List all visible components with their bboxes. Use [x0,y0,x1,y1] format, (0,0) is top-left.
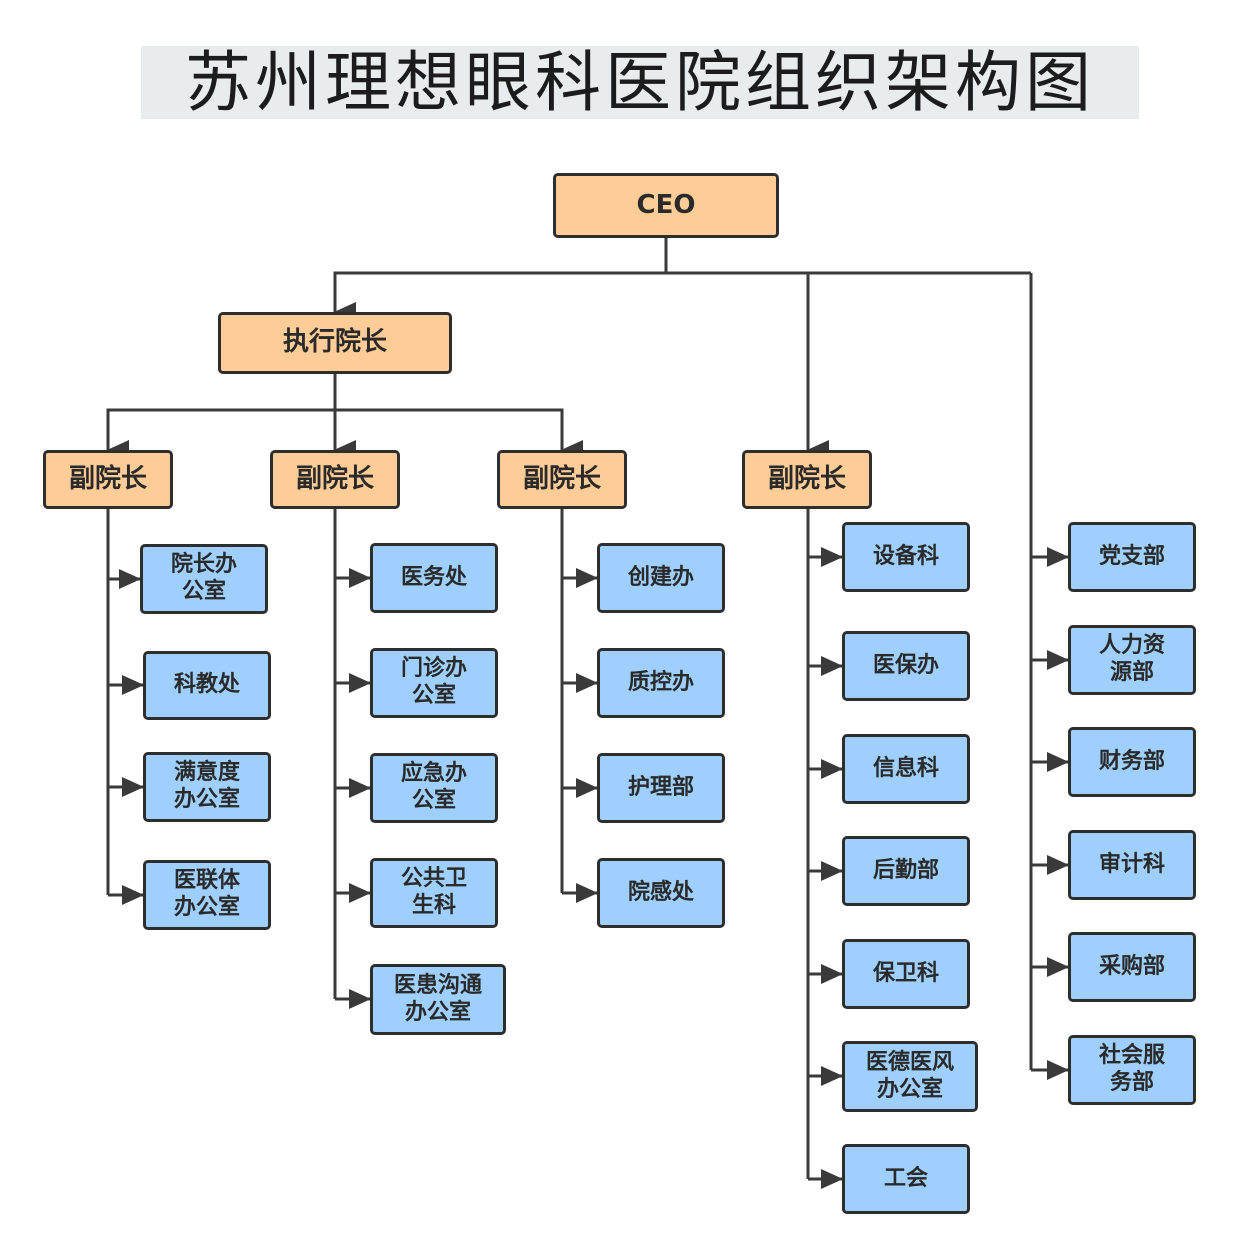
dept-labor-union: 工会 [842,1144,970,1214]
node-vice-president-4: 副院长 [742,450,872,509]
dept-social-services: 社会服务部 [1068,1035,1196,1105]
node-ceo: CEO [553,173,779,238]
dept-creation-office: 创建办 [597,543,725,613]
dept-president-office: 院长办公室 [140,544,268,614]
dept-emergency-office: 应急办公室 [370,753,498,823]
dept-logistics: 后勤部 [842,836,970,906]
dept-nursing: 护理部 [597,753,725,823]
dept-finance: 财务部 [1068,727,1196,797]
dept-medical-alliance-office: 医联体办公室 [143,860,271,930]
title-band: 苏州理想眼科医院组织架构图 [141,46,1139,119]
dept-procurement: 采购部 [1068,932,1196,1002]
dept-party-branch: 党支部 [1068,522,1196,592]
dept-equipment: 设备科 [842,522,970,592]
dept-information: 信息科 [842,734,970,804]
ceo-to-executive-line [333,271,666,322]
ceo-trunk-line [664,238,1031,275]
dept-security: 保卫科 [842,939,970,1009]
dept-science-education: 科教处 [143,651,271,720]
dept-quality-control: 质控办 [597,648,725,718]
node-vice-president-1: 副院长 [43,450,173,509]
dept-infection-control: 院感处 [597,858,725,928]
node-executive-president: 执行院长 [218,312,452,374]
chart-title: 苏州理想眼科医院组织架构图 [185,43,1095,121]
dept-public-health: 公共卫生科 [370,858,498,928]
exec-to-vp1-line [106,408,335,460]
node-vice-president-3: 副院长 [497,450,627,509]
dept-outpatient-office: 门诊办公室 [370,648,498,718]
dept-medical-insurance: 医保办 [842,631,970,701]
dept-satisfaction-office: 满意度办公室 [143,752,271,822]
dept-patient-communication-office: 医患沟通办公室 [370,964,506,1035]
dept-medical-affairs: 医务处 [370,543,498,613]
node-vice-president-2: 副院长 [270,450,400,509]
exec-to-vp3-line [335,408,583,460]
dept-medical-ethics-office: 医德医风办公室 [842,1041,978,1112]
dept-audit: 审计科 [1068,830,1196,900]
dept-human-resources: 人力资源部 [1068,625,1196,695]
